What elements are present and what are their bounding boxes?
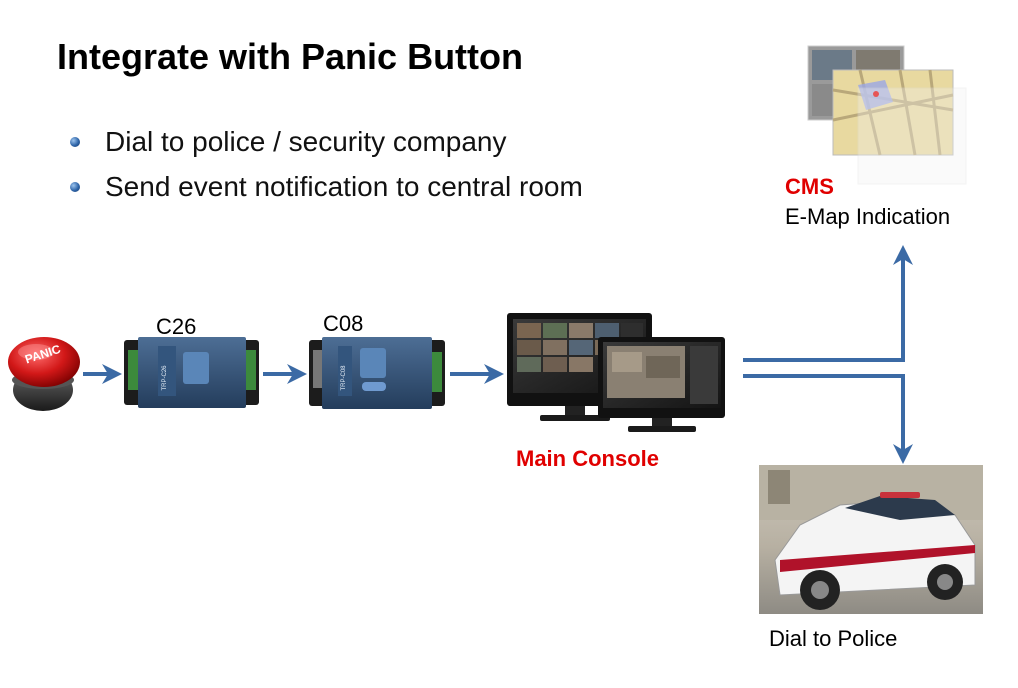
arrow-console-to-cms	[743, 245, 913, 362]
bullet-text: Send event notification to central room	[105, 171, 583, 202]
main-console-icon	[507, 313, 725, 432]
police-label: Dial to Police	[769, 626, 898, 651]
c08-device-icon: TRP-C08	[309, 337, 445, 409]
police-car-icon	[759, 465, 983, 614]
bullet-dot-icon	[70, 182, 80, 192]
c08-face-text: TRP-C08	[341, 365, 347, 391]
bullet-list: Dial to police / security company Send e…	[70, 124, 583, 214]
panic-button-icon: PANIC	[8, 337, 80, 411]
cms-subtitle: E-Map Indication	[785, 204, 950, 229]
c26-device-icon: TRP-C26	[124, 337, 259, 408]
flow-arrows	[83, 245, 913, 464]
c26-face-text: TRP-C26	[162, 365, 168, 391]
bullet-text: Dial to police / security company	[105, 126, 507, 157]
page-title: Integrate with Panic Button	[57, 36, 524, 77]
bullet-item: Send event notification to central room	[70, 169, 583, 214]
main-console-label: Main Console	[516, 446, 660, 471]
arrow-console-to-police	[743, 374, 913, 464]
c08-label: C08	[323, 311, 364, 336]
cms-emap-icon	[807, 45, 967, 185]
bullet-item: Dial to police / security company	[70, 124, 583, 169]
c26-label: C26	[156, 314, 197, 339]
cms-title: CMS	[785, 174, 834, 199]
bullet-dot-icon	[70, 137, 80, 147]
